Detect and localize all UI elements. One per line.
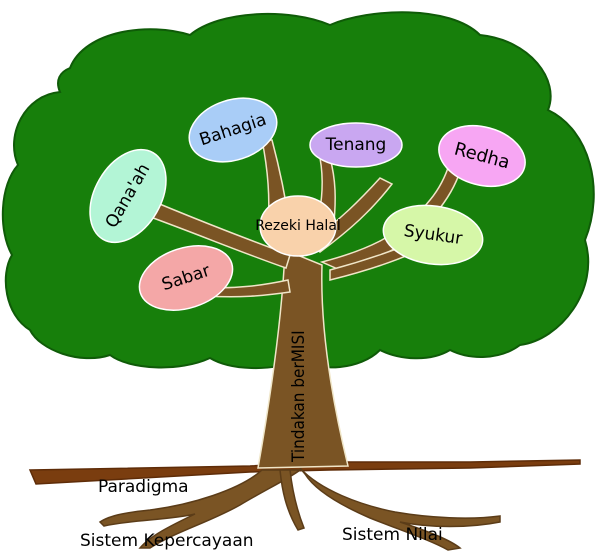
leaf-sabar-bubble [138, 245, 234, 311]
root-label-kepercayaan: Sistem Kepercayaan [80, 531, 254, 551]
tree-roots [98, 467, 501, 551]
leaf-redha-bubble [438, 125, 526, 187]
leaf-bahagia-bubble [188, 97, 278, 163]
trunk-caption: Tindakan berMISI [289, 330, 309, 463]
leaf-qanaah-bubble [89, 148, 167, 244]
leaf-rezeki: Rezeki Halal [255, 195, 341, 257]
leaf-tenang-bubble [309, 122, 403, 168]
leaf-sabar: Sabar [138, 245, 234, 311]
leaf-bahagia: Bahagia [188, 97, 278, 163]
leaf-redha: Redha [438, 125, 526, 187]
leaf-rezeki-label: Rezeki Halal [255, 218, 341, 234]
leaf-tenang-label: Tenang [325, 135, 387, 155]
root-label-paradigma: Paradigma [98, 477, 189, 497]
leaf-qanaah: Qana'ah [89, 148, 167, 244]
root-label-nilai: Sistem Nilai [342, 525, 443, 545]
leaf-rezeki-bubble [259, 195, 337, 257]
leaf-syukur-bubble [382, 204, 484, 266]
leaf-tenang: Tenang [309, 122, 403, 168]
leaf-syukur: Syukur [382, 204, 484, 266]
